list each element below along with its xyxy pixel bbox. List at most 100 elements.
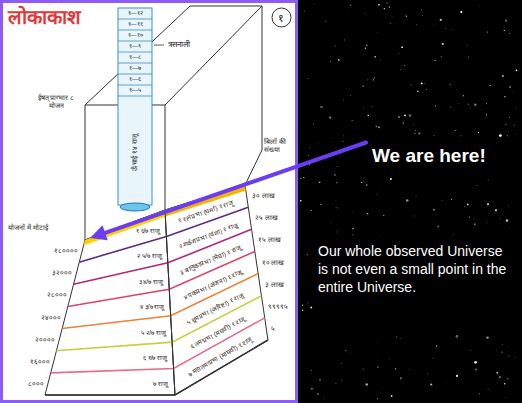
star [332,137,334,139]
star [341,379,343,381]
column-heading: बिलों की संख्या [264,138,296,155]
star [404,114,406,116]
star [507,135,508,136]
star [300,178,301,179]
star [319,379,321,381]
star [409,114,412,117]
star-field [300,2,517,399]
panel [2,2,297,402]
star [386,2,387,3]
star [300,200,302,202]
star [452,234,454,236]
cell-divider [118,30,152,31]
star [437,225,439,227]
column-heading: योजनों में मोटाई [8,224,48,232]
thickness-value: २४००० [41,314,61,322]
hell-name: १ रत्नप्रभा (घर्मा) १ राजू [177,199,234,225]
thickness-value: १६००० [30,358,50,366]
star [499,134,502,137]
tube-label: त्रसनाली [168,40,190,50]
cell-number: १—५ [129,87,141,94]
star [329,117,331,119]
star [411,85,412,86]
star [403,122,404,123]
star [504,96,505,97]
star [308,78,310,80]
region-label: ईषत् प्राग्भार ८ योजन [30,94,82,111]
star [490,85,491,86]
star [487,388,489,390]
star [335,383,337,385]
star [371,106,373,108]
cell-number: १—१२ [128,10,143,17]
star [311,210,312,211]
star [479,109,481,111]
star [495,349,497,351]
star [513,92,515,94]
star [370,113,372,115]
star [376,31,378,33]
star [470,107,472,109]
burrow-count: ३० लाख [252,192,275,200]
star [351,210,353,212]
star [373,79,374,80]
star [475,369,477,371]
star [479,393,480,394]
star [395,368,396,369]
height-label: ऊँचाई १४ राजू [131,134,139,171]
thickness-value: ३२००० [52,269,72,277]
star [474,223,476,225]
star [476,185,478,187]
width-value: ४ ३/७ राजू [140,303,164,311]
star [390,22,392,24]
star [506,346,508,348]
width-value: ३ ४/७ राजू [139,278,163,286]
trasa-tube [118,8,152,205]
star [302,304,303,305]
star [504,30,505,31]
star [311,370,312,371]
star [487,179,489,181]
star [441,200,443,202]
callout-heading: We are here! [372,145,486,168]
star [508,205,510,207]
star [308,155,309,156]
cell-divider [118,63,152,64]
hell-name: २ शर्कराप्रभा (वंशा) १ राजू [178,221,239,250]
thickness-value: २०००० [35,336,55,344]
star [421,8,423,10]
star [383,215,384,216]
width-value: ७ राजू [153,380,168,388]
star [366,44,368,46]
star [434,23,436,25]
star [418,132,420,134]
star [479,5,481,7]
star [379,234,381,236]
star [469,216,470,217]
star [514,125,515,126]
title-text: लोकाकाश [8,5,81,29]
star [450,29,452,31]
star [502,344,504,346]
star [336,166,338,168]
width-value: २ ५/७ राजू [137,252,161,260]
star [505,19,507,21]
star [449,84,450,85]
prism-edge [85,6,262,105]
star [463,95,465,97]
cell-divider [118,74,152,75]
star [352,234,353,235]
width-value: ५ २/७ राजू [141,329,165,337]
star [507,378,509,380]
star [330,60,332,62]
star [335,199,337,201]
star [478,132,479,133]
burrow-count: २५ लाख [255,214,278,222]
star [467,56,469,58]
star [502,378,504,380]
star [456,375,458,377]
star [458,102,460,104]
thickness-value: २८००० [47,291,67,299]
star [330,222,332,224]
